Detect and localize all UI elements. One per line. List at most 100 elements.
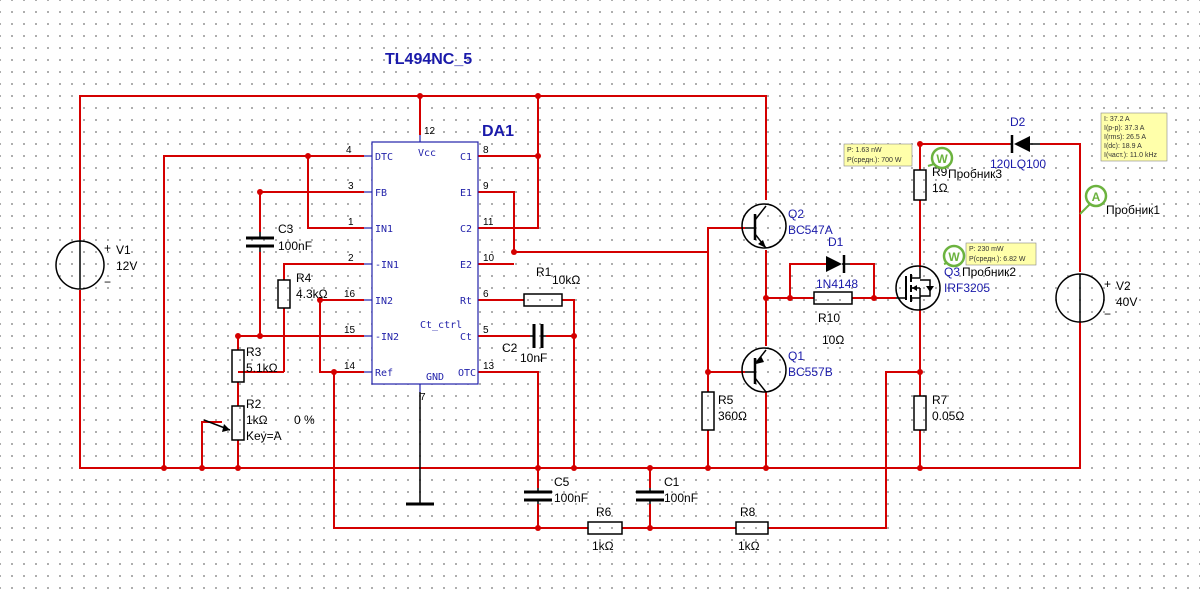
q2-name: Q2 (788, 207, 804, 221)
svg-text:−: − (1104, 307, 1111, 321)
pin-name: OTC (458, 368, 476, 379)
probe1-symbol: A (1092, 190, 1101, 204)
pin-name: Ref (375, 368, 393, 379)
probe-3[interactable]: P: 1.63 nW P(средн.): 700 W W Пробник3 (843, 143, 1002, 181)
r7-value: 0.05Ω (932, 409, 964, 423)
resistor-r5[interactable]: R5 360Ω (701, 391, 747, 431)
q2-value: BC547A (788, 223, 833, 237)
probe-1[interactable]: I: 37.2 A I(p-p): 37.3 A I(rms): 26.5 A … (1079, 112, 1168, 217)
resistor-r8[interactable]: R8 1kΩ (735, 505, 769, 553)
pin-num: 3 (348, 181, 354, 192)
pin-num: 16 (344, 289, 356, 300)
resistor-r4[interactable]: R4 4.3kΩ (277, 271, 328, 309)
pin-num: 10 (483, 253, 495, 264)
pin-name: FB (375, 188, 387, 199)
pin-name: Rt (460, 296, 472, 307)
pin-num: 11 (483, 217, 494, 228)
pin-num: 8 (483, 145, 489, 156)
pin-name: -IN2 (375, 332, 399, 343)
c1-value: 100nF (664, 491, 698, 505)
c1-name: C1 (664, 475, 680, 489)
pin-num: 5 (483, 325, 489, 336)
v2-value: 40V (1116, 295, 1137, 309)
transistor-q1[interactable]: Q1 BC557B (741, 347, 833, 393)
pin-num: 2 (348, 253, 354, 264)
r8-value: 1kΩ (738, 539, 760, 553)
voltage-source-v2[interactable]: + − V2 40V (1055, 273, 1137, 323)
pin-name-gnd: GND (426, 372, 444, 383)
r2-value: 1kΩ (246, 413, 268, 427)
pin-num: 6 (483, 289, 489, 300)
c2-value: 10nF (520, 351, 547, 365)
r10-name: R10 (818, 311, 840, 325)
pin-num-gnd: 7 (420, 392, 426, 403)
r10-value: 10Ω (822, 333, 844, 347)
ic-da1[interactable]: DA1 4 DTC 3 FB 1 IN1 2 -IN1 16 IN2 15 -I… (344, 123, 514, 403)
d2-name: D2 (1010, 115, 1026, 129)
r3-name: R3 (246, 345, 262, 359)
d1-value: 1N4148 (816, 277, 858, 291)
probe3-line: P(средн.): 700 W (847, 157, 902, 164)
d1-name: D1 (828, 235, 844, 249)
r4-name: R4 (296, 271, 312, 285)
v1-value: 12V (116, 259, 137, 273)
ic-ctrl-pin: Ct_ctrl (420, 320, 462, 331)
v1-name: V1 (116, 243, 131, 257)
probe1-line: I: 37.2 A (1104, 116, 1130, 123)
pin-num: 13 (483, 361, 495, 372)
q1-name: Q1 (788, 349, 804, 363)
probe1-line: I(p-p): 37.3 A (1104, 125, 1145, 132)
svg-text:+: + (1104, 277, 1111, 291)
capacitor-c5[interactable]: C5 100nF (524, 475, 588, 505)
pin-num: 9 (483, 181, 489, 192)
r2-setting: 0 % (294, 413, 315, 427)
probe3-line: P: 1.63 nW (847, 147, 882, 154)
r5-name: R5 (718, 393, 734, 407)
probe1-line: I(dc): 18.9 A (1104, 143, 1142, 150)
ic-ref-label: DA1 (482, 123, 514, 140)
r6-name: R6 (596, 505, 612, 519)
d2-value: 120LQ100 (990, 157, 1046, 171)
pin-num: 15 (344, 325, 356, 336)
pin-name: Ct (460, 332, 472, 343)
probe3-symbol: W (936, 152, 948, 166)
schematic-title: TL494NC_5 (385, 51, 472, 68)
c5-value: 100nF (554, 491, 588, 505)
pin-num-vcc: 12 (424, 126, 436, 137)
resistor-r6[interactable]: R6 1kΩ (587, 505, 623, 553)
potentiometer-r2[interactable]: R2 1kΩ Key=A 0 % (203, 397, 315, 443)
voltage-source-v1[interactable]: + − V1 12V (55, 240, 137, 290)
capacitor-c3[interactable]: C3 100nF (246, 222, 312, 253)
diode-d2[interactable]: D2 120LQ100 (990, 115, 1046, 171)
probe2-name: Пробник2 (962, 265, 1016, 279)
resistor-r7[interactable]: R7 0.05Ω (913, 393, 964, 431)
junction-dots (161, 93, 923, 531)
pin-name: E2 (460, 260, 472, 271)
probe2-line: P(средн.): 6.82 W (969, 256, 1026, 263)
probe2-symbol: W (948, 250, 960, 264)
diode-d1[interactable]: D1 1N4148 (816, 235, 858, 291)
v2-name: V2 (1116, 279, 1131, 293)
pin-num: 14 (344, 361, 356, 372)
mosfet-q3[interactable]: Q3 IRF3205 (895, 265, 990, 311)
resistor-r10[interactable]: R10 10Ω (813, 291, 853, 347)
r1-value: 10kΩ (552, 273, 580, 287)
r1-name: R1 (536, 265, 552, 279)
resistor-r9[interactable]: R9 1Ω (913, 165, 948, 201)
r5-value: 360Ω (718, 409, 747, 423)
resistor-r3[interactable]: R3 5.1kΩ (231, 345, 278, 383)
transistor-q2[interactable]: Q2 BC547A (741, 203, 833, 249)
capacitor-c1[interactable]: C1 100nF (636, 475, 698, 505)
probe1-line: I(част.): 11.0 kHz (1104, 152, 1158, 159)
pin-name: -IN1 (375, 260, 399, 271)
capacitor-c2[interactable]: C2 10nF (502, 324, 547, 365)
probe-2[interactable]: P: 230 mW P(средн.): 6.82 W W Пробник2 (942, 242, 1037, 279)
resistor-r1[interactable]: R1 10kΩ (523, 265, 580, 307)
r6-value: 1kΩ (592, 539, 614, 553)
pin-name: C1 (460, 152, 472, 163)
pin-name: E1 (460, 188, 472, 199)
r7-name: R7 (932, 393, 948, 407)
pin-name: DTC (375, 152, 393, 163)
